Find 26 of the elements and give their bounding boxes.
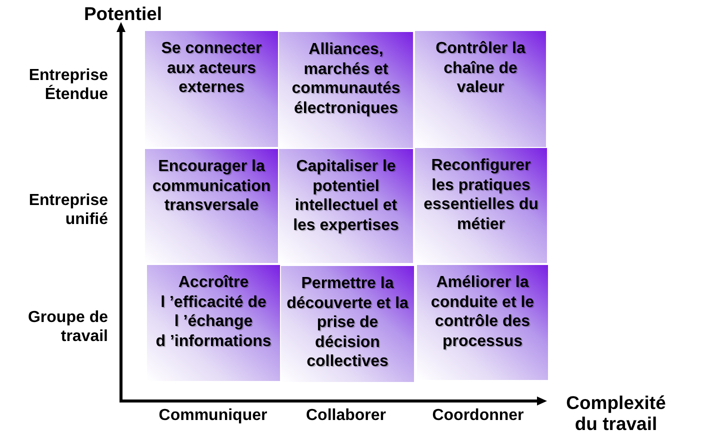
gradient-tile	[279, 149, 413, 263]
gradient-tile	[279, 32, 413, 148]
row-label: Entreprise Étendue	[28, 66, 108, 104]
axis-title: Complexité du travail	[566, 392, 666, 434]
tile-text: Améliorer la conduite et le contrôle des processus	[430, 273, 536, 351]
gradient-tile	[417, 265, 548, 380]
gradient-tile	[145, 149, 278, 263]
gradient-tile	[281, 266, 414, 382]
tile-text: Contrôler la chaîne de valeur	[434, 39, 526, 98]
axis-title: Potentiel	[84, 3, 162, 25]
tile-text: Alliances, marchés et communautés électroniques	[290, 40, 402, 118]
gradient-tile	[415, 148, 547, 263]
gradient-tile	[147, 265, 280, 381]
column-label: Collaborer	[306, 406, 386, 425]
gradient-tile	[415, 31, 546, 147]
row-label: Entreprise unifié	[28, 191, 108, 229]
column-label: Coordonner	[432, 406, 524, 425]
tile-text: Accroître l ’efficacité de l ’échange d ’informations	[154, 273, 272, 351]
tile-text: Reconfigurer les pratiques essentielles du métier	[422, 156, 540, 234]
row-label: Groupe de travail	[26, 308, 108, 346]
tile-text: Se connecter aux acteurs externes	[160, 39, 263, 98]
tile-text: Permettre la découverte et la prise de décision collectives	[286, 274, 410, 372]
tile-text: Encourager la communication transversale	[151, 157, 272, 216]
gradient-tile	[145, 31, 278, 147]
tile-text: Capitaliser le potentiel intellectuel et les expertises	[292, 157, 400, 235]
column-label: Communiquer	[158, 406, 268, 425]
